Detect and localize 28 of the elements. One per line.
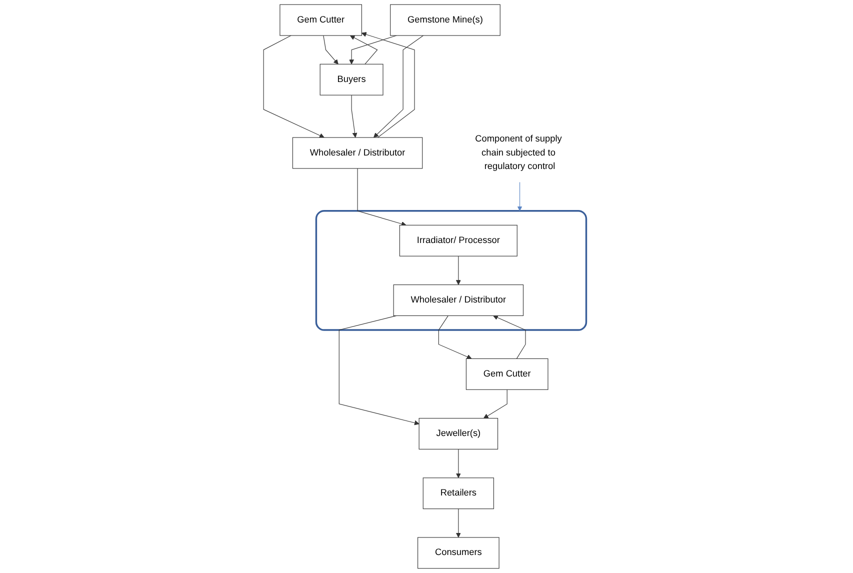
arrow xyxy=(349,35,398,64)
arrow xyxy=(339,315,420,426)
node-text: Component of supply chain subjected to regulatory control xyxy=(476,134,562,172)
node-box: Consumers xyxy=(418,537,500,569)
arrow xyxy=(350,35,378,64)
arrow xyxy=(362,32,416,138)
node-box: Gem Cutter xyxy=(466,358,549,390)
arrow xyxy=(518,182,523,212)
node-box: Irradiator/ Processor xyxy=(400,224,518,256)
node-box: Gem Cutter xyxy=(280,4,362,36)
arrow xyxy=(264,35,325,138)
node-box: Buyers xyxy=(320,64,384,96)
arrow xyxy=(358,168,407,226)
node-box: Gemstone Mine(s) xyxy=(390,4,501,36)
arrow xyxy=(438,315,472,360)
node-box: Wholesaler / Distributor xyxy=(394,284,524,316)
arrow xyxy=(456,508,462,538)
arrow xyxy=(352,94,358,138)
arrow xyxy=(456,448,462,478)
arrow xyxy=(374,35,424,138)
node-box: Retailers xyxy=(423,478,494,510)
cluster xyxy=(316,210,588,331)
arrow xyxy=(484,389,508,418)
node-box: Jeweller(s) xyxy=(419,418,498,450)
arrow xyxy=(456,256,462,285)
node-box: Wholesaler / Distributor xyxy=(292,137,424,169)
arrow xyxy=(324,35,339,64)
arrow xyxy=(493,315,526,359)
